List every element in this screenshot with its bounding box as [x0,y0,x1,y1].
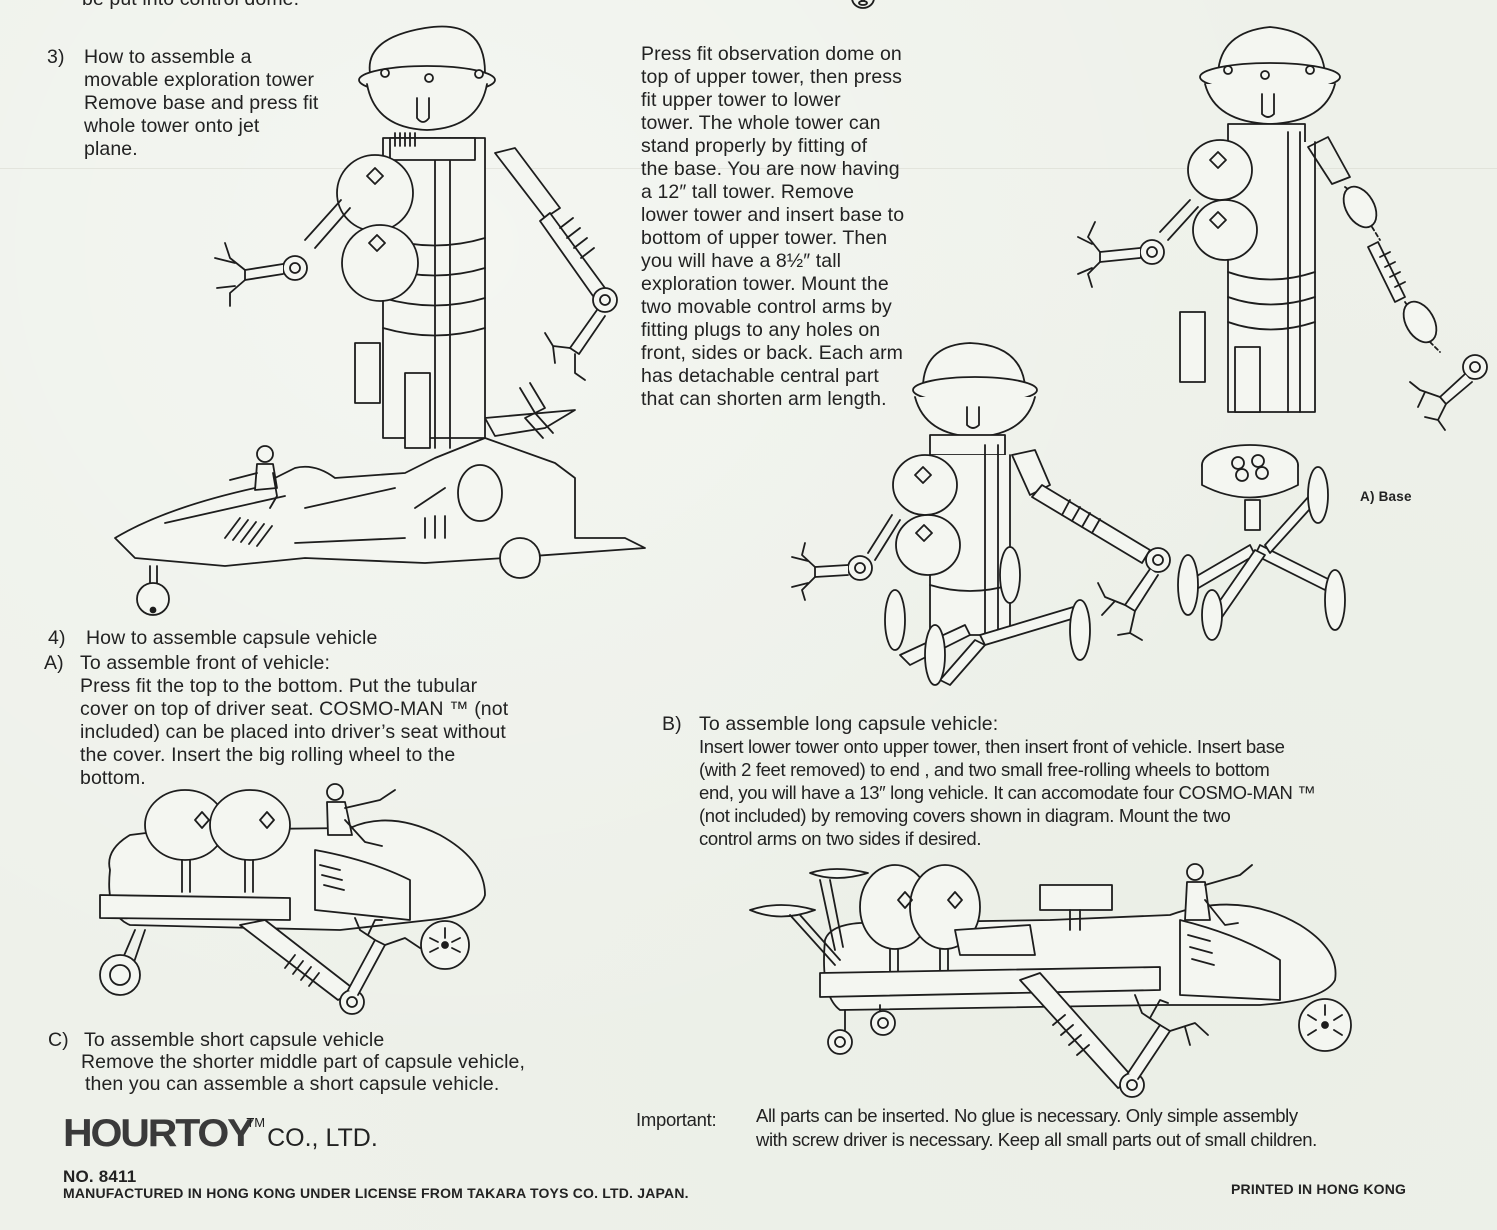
section-4a-title: To assemble front of vehicle: [80,652,331,674]
important-line: All parts can be inserted. No glue is ne… [756,1105,1298,1126]
section-4c-line: Remove the shorter middle part of capsul… [81,1051,525,1073]
section-3-line: Remove base and press fit [84,92,319,114]
cosmo-man-figure [1184,863,1253,926]
section-4b-line: Insert lower tower onto upper tower, the… [699,736,1285,757]
section-4-number: 4) [48,627,66,649]
tower-line: you will have a 8½″ tall [641,250,842,272]
top-cut-text: be put into control dome. [82,0,299,11]
tower-line: lower tower and insert base to [641,204,905,226]
tower-line: tower. The whole tower can [641,112,881,134]
tower-line: the base. You are now having [641,158,900,180]
section-4b-line: control arms on two sides if desired. [699,828,982,849]
section-4a-line: cover on top of driver seat. COSMO-MAN ™… [80,698,509,720]
tower-line: top of upper tower, then press [641,66,902,88]
tower-line: fitting plugs to any holes on [641,319,881,341]
section-4c-label: C) [48,1029,69,1051]
tower-line: exploration tower. Mount the [641,273,889,295]
tower-line: fit upper tower to lower [641,89,841,111]
tower-line: a 12″ tall tower. Remove [641,181,855,203]
tower-line: two movable control arms by [641,296,892,318]
section-4a-line: bottom. [80,767,146,789]
section-4b-line: end, you will have a 13″ long vehicle. I… [699,782,1316,803]
section-3-line: plane. [84,138,138,160]
section-4a-line: the cover. Insert the big rolling wheel … [80,744,456,766]
tower-line: stand properly by fitting of [641,135,868,157]
section-4c-line: then you can assemble a short capsule ve… [85,1073,500,1095]
long-capsule-vehicle-illustration [749,863,1352,1098]
paper-fold-line [0,168,1497,169]
section-4a-label: A) [44,652,64,674]
trademark-mark: TM [246,1115,266,1130]
section-4c-title: To assemble short capsule vehicle [84,1029,385,1051]
important-label: Important: [636,1109,717,1130]
section-3-line: whole tower onto jet [84,115,260,137]
top-page-icon [851,0,875,9]
section-3-line: How to assemble a [84,46,252,68]
license-text: MANUFACTURED IN HONG KONG UNDER LICENSE … [63,1185,689,1201]
tower-line: bottom of upper tower. Then [641,227,888,249]
company-suffix: CO., LTD. [267,1124,378,1152]
section-3-number: 3) [47,46,65,68]
tower-line: front, sides or back. Each arm [641,342,904,364]
tower-line: that can shorten arm length. [641,388,887,410]
printed-in-text: PRINTED IN HONG KONG [1231,1181,1407,1197]
section-4a-line: Press fit the top to the bottom. Put the… [80,675,478,697]
section-3-line: movable exploration tower [84,69,315,91]
tower-on-base-illustration [791,342,1171,686]
cosmo-man-figure [326,783,396,847]
section-4a-line: included) can be placed into driver’s se… [80,721,506,743]
tower-line: has detachable central part [641,365,879,387]
section-4-title: How to assemble capsule vehicle [86,627,378,649]
section-4b-title: To assemble long capsule vehicle: [699,713,999,735]
company-brand: HOURTOYTMCO., LTD. [63,1112,378,1156]
section-4b-label: B) [662,713,682,735]
exploded-tower-illustration [1077,26,1488,431]
tower-on-jet-plane-illustration [114,25,646,616]
front-capsule-vehicle-illustration [99,783,486,1015]
product-number: NO. 8411 [63,1167,137,1186]
jet-plane [114,409,646,616]
detached-base-illustration [1177,444,1346,641]
hourtoy-logo: HOURTOY [63,1112,255,1155]
section-4b-line: (not included) by removing covers shown … [699,805,1231,826]
important-line: with screw driver is necessary. Keep all… [756,1129,1317,1150]
section-4b-line: (with 2 feet removed) to end , and two s… [699,759,1270,780]
cosmo-man-figure [229,445,278,509]
exploration-tower [214,25,618,449]
tower-line: Press fit observation dome on [641,43,902,65]
base-label: A) Base [1360,489,1412,504]
